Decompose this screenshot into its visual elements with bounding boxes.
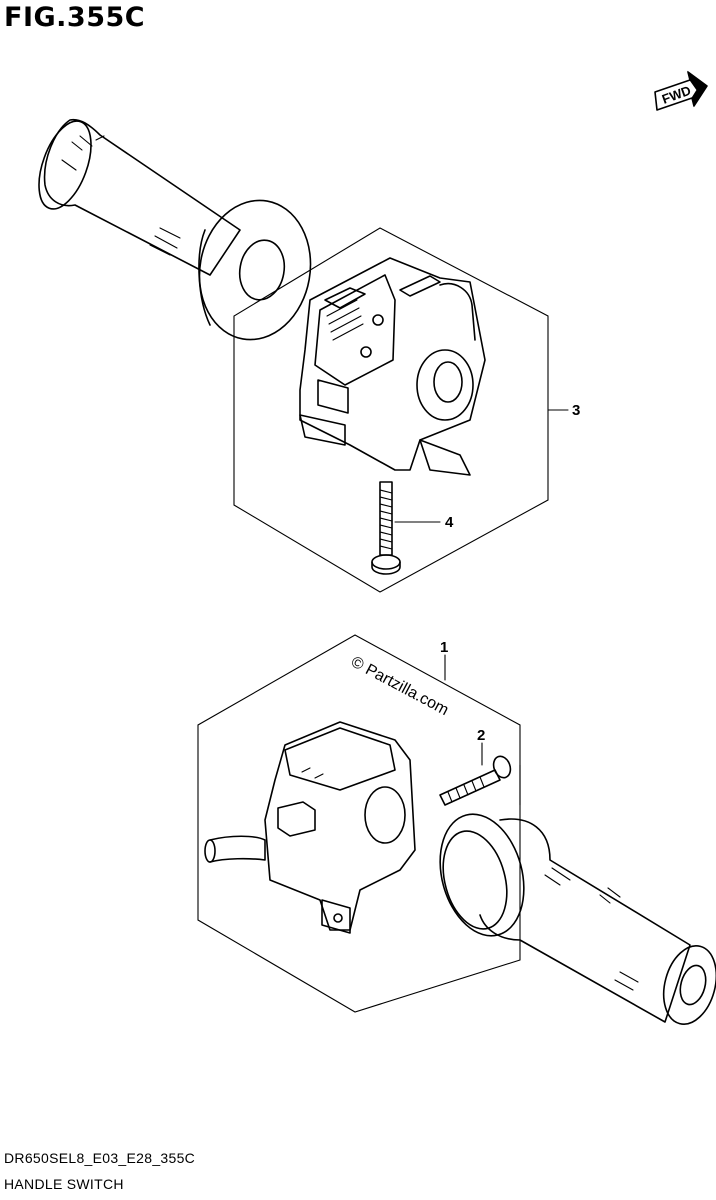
screw-part-4: [371, 481, 401, 575]
footer-name: HANDLE SWITCH: [4, 1176, 124, 1192]
lower-grip: [439, 813, 716, 1025]
upper-group-hexagon: [233, 227, 549, 593]
callout-3: 3: [572, 402, 580, 419]
upper-grip: [38, 118, 312, 341]
callout-1: 1: [440, 639, 448, 656]
callout-4: 4: [445, 514, 454, 531]
callout-2: 2: [477, 727, 485, 744]
figure-title: FIG.355C: [4, 2, 146, 33]
lower-group-hexagon: [197, 634, 521, 1013]
right-switch-assembly: [299, 257, 486, 476]
footer-code: DR650SEL8_E03_E28_355C: [4, 1150, 196, 1166]
fwd-arrow-icon: FWD: [654, 70, 708, 111]
screw-part-2: [439, 755, 512, 806]
watermark: © Partzilla.com: [348, 654, 451, 720]
left-switch-assembly: [204, 721, 416, 934]
